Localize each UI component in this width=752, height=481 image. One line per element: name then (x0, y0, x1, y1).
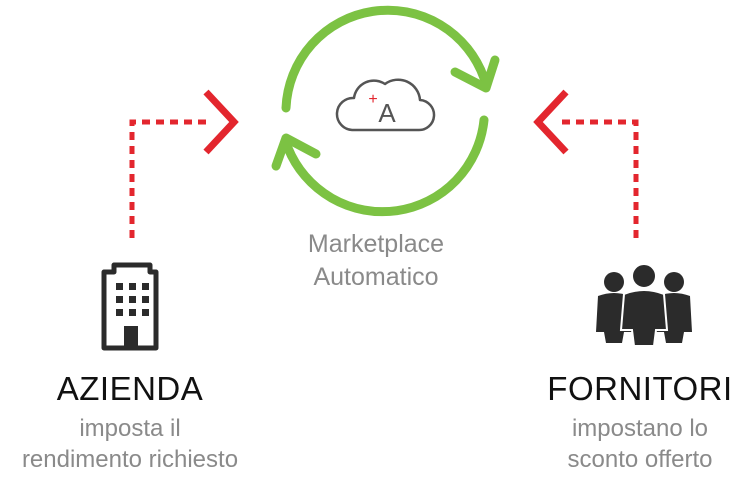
fornitori-subtitle-line1: impostano lo (571, 415, 709, 442)
azienda-subtitle-line1: imposta il (79, 415, 181, 442)
cycle-arrow-bottom-head (271, 133, 321, 171)
building-icon (101, 262, 159, 351)
fornitori-subtitle-line2: sconto offerto (567, 446, 713, 473)
left-arrowhead (203, 89, 239, 155)
right-dotted-line (560, 119, 639, 238)
cycle-arrow-top-head (450, 55, 500, 93)
group-icon (596, 263, 692, 347)
marketplace-label: Marketplace Automatico (276, 228, 476, 294)
cycle-arrow-top (281, 5, 489, 113)
cloud-icon: A + (335, 78, 436, 132)
cycle-arrows (271, 5, 500, 217)
azienda-subtitle-line2: rendimento richiesto (21, 446, 239, 473)
cycle-arrow-bottom (283, 115, 489, 217)
left-dotted-line (129, 119, 212, 238)
left-connector (129, 89, 239, 238)
cloud-letter: A (378, 98, 396, 128)
azienda-title: AZIENDA (56, 370, 204, 407)
right-arrowhead (533, 89, 569, 155)
fornitori-title: FORNITORI (547, 370, 733, 407)
azienda-subtitle: imposta il rendimento richiesto (0, 413, 260, 475)
marketplace-label-line2: Automatico (313, 263, 439, 291)
fornitori-subtitle: impostano lo sconto offerto (520, 413, 752, 475)
right-connector (533, 89, 639, 238)
cloud-plus: + (368, 91, 377, 108)
marketplace-label-line1: Marketplace (307, 230, 445, 258)
